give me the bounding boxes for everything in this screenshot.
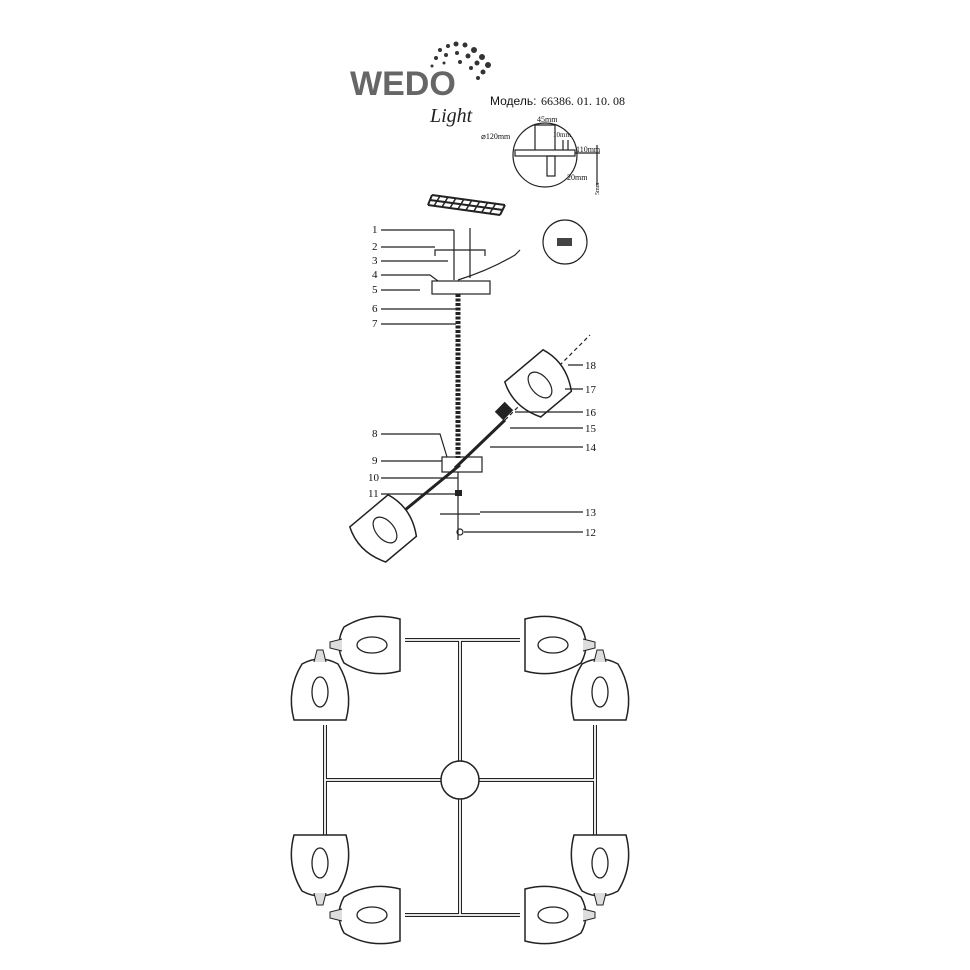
wedo-light-logo: WEDO Light <box>350 41 491 127</box>
dim-5mm: 5mm <box>595 182 601 195</box>
part-label-8: 8 <box>372 428 378 440</box>
top-view <box>290 615 630 945</box>
part-label-11: 11 <box>368 488 379 500</box>
globe-shade <box>524 615 596 675</box>
part-label-14: 14 <box>585 442 597 454</box>
part-labels-right: 18 17 16 15 14 13 12 <box>464 360 597 539</box>
part-label-9: 9 <box>372 455 378 467</box>
part-label-1: 1 <box>372 224 378 236</box>
model-number: 66386. 01. 10. 08 <box>541 94 625 108</box>
globe-shade <box>329 885 401 945</box>
logo-script-text: Light <box>429 105 473 127</box>
part-label-16: 16 <box>585 407 597 419</box>
globe-shade <box>290 834 350 906</box>
part-labels-left: 1 2 3 4 5 6 7 8 9 10 11 <box>368 224 458 500</box>
part-label-7: 7 <box>372 318 378 330</box>
globe-shade <box>570 834 630 906</box>
globe-shade <box>570 649 630 721</box>
globe-shade <box>290 649 350 721</box>
globe-shade <box>329 615 401 675</box>
part-label-4: 4 <box>372 269 378 281</box>
part-label-15: 15 <box>585 423 597 435</box>
mounting-plate-detail: 45mm ⌀120mm 10mm 110mm 20mm 5mm <box>481 115 601 195</box>
part-label-10: 10 <box>368 472 380 484</box>
globe-shade <box>524 885 596 945</box>
dim-diameter: ⌀120mm <box>481 132 511 141</box>
dim-110mm: 110mm <box>576 145 601 154</box>
exploded-view <box>348 219 591 563</box>
part-label-3: 3 <box>372 255 378 267</box>
part-label-2: 2 <box>372 241 378 253</box>
model-label: Модель: <box>490 94 536 108</box>
part-label-5: 5 <box>372 284 378 296</box>
dim-45mm: 45mm <box>537 115 558 124</box>
part-label-13: 13 <box>585 507 597 519</box>
part-label-6: 6 <box>372 303 378 315</box>
part-label-12: 12 <box>585 527 596 539</box>
mounting-bracket <box>427 194 506 216</box>
dim-10mm: 10mm <box>553 131 571 139</box>
dim-20mm: 20mm <box>567 173 588 182</box>
part-label-17: 17 <box>585 384 597 396</box>
logo-brand-text: WEDO <box>350 65 456 103</box>
part-label-18: 18 <box>585 360 597 372</box>
